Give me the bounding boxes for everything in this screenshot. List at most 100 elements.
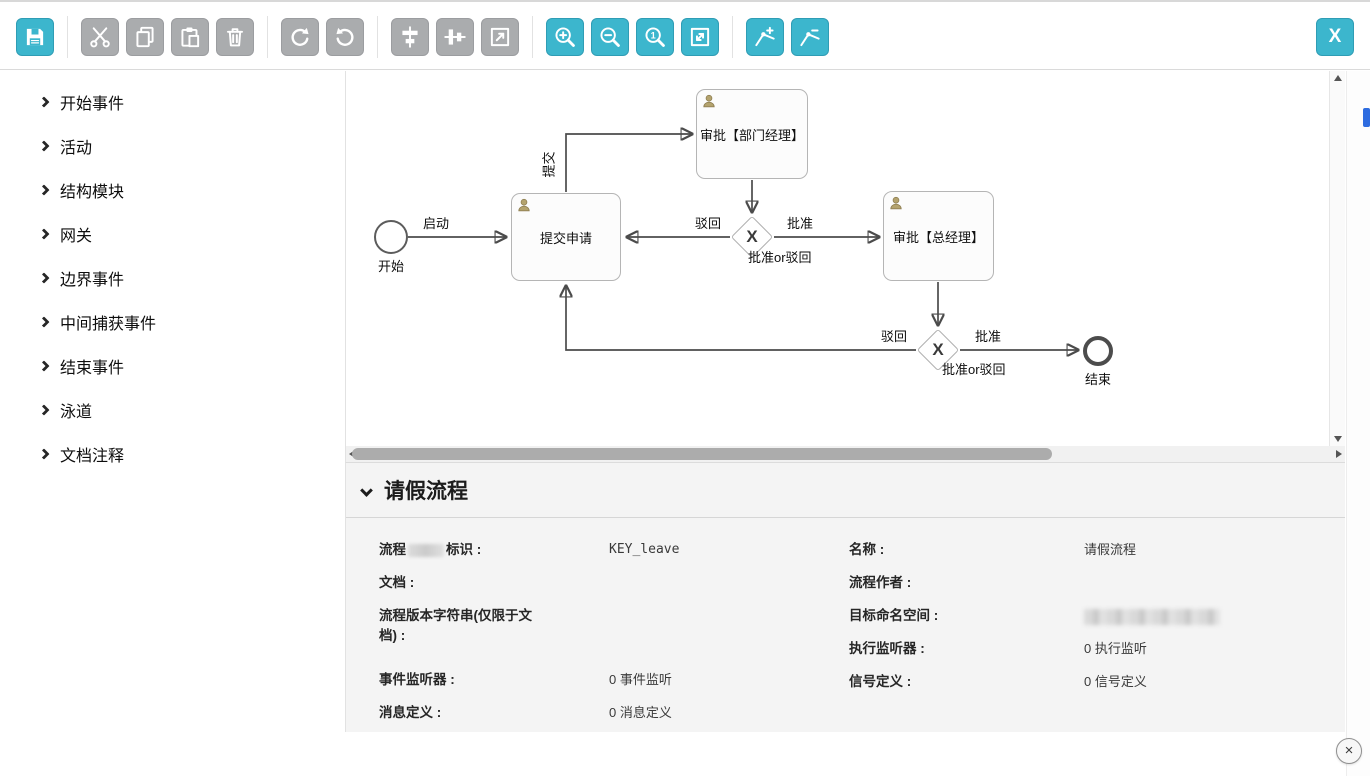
task-approve-general-manager[interactable]: 审批【总经理】 bbox=[883, 191, 994, 281]
property-name: 名称 : 请假流程 bbox=[849, 540, 1345, 560]
gateway-label: 批准or驳回 bbox=[942, 362, 1006, 377]
page-scrollbar-thumb[interactable] bbox=[1363, 108, 1370, 127]
exclusive-gateway-1[interactable]: X bbox=[730, 215, 774, 259]
zoom-fit-button[interactable] bbox=[681, 17, 719, 56]
properties-left-column: 流程标识 : KEY_leave 文档 : 流程版本字符串(仅限于文档) : 事… bbox=[379, 540, 849, 736]
exclusive-gateway-2[interactable]: X bbox=[916, 328, 960, 372]
palette-group-label: 网关 bbox=[60, 228, 93, 245]
palette-group-annotation[interactable]: 文档注释 bbox=[0, 432, 345, 476]
collapse-chevron-icon[interactable] bbox=[360, 483, 373, 497]
chevron-right-icon bbox=[38, 96, 50, 108]
palette-group-gateways[interactable]: 网关 bbox=[0, 212, 345, 256]
palette-group-end-events[interactable]: 结束事件 bbox=[0, 344, 345, 388]
chevron-right-icon bbox=[38, 272, 50, 284]
property-value[interactable]: 0 事件监听 bbox=[609, 672, 672, 687]
property-message-definitions: 消息定义 : 0 消息定义 bbox=[379, 703, 849, 723]
delete-button[interactable] bbox=[216, 17, 254, 56]
user-icon bbox=[890, 196, 902, 210]
chevron-right-icon bbox=[38, 448, 50, 460]
palette-group-activities[interactable]: 活动 bbox=[0, 124, 345, 168]
start-event[interactable] bbox=[374, 220, 408, 254]
flow-label-reject-1: 驳回 bbox=[694, 216, 721, 231]
property-label: 名称 : bbox=[849, 542, 885, 557]
palette-group-boundary-events[interactable]: 边界事件 bbox=[0, 256, 345, 300]
flow-gateway2-reject[interactable] bbox=[566, 286, 916, 351]
scroll-up-arrow[interactable] bbox=[1333, 75, 1342, 81]
chevron-right-icon bbox=[38, 184, 50, 196]
flow-label-submit: 提交 bbox=[541, 151, 557, 178]
property-value[interactable]: 0 消息定义 bbox=[609, 705, 672, 720]
palette-group-label: 开始事件 bbox=[60, 96, 125, 113]
palette-group-label: 边界事件 bbox=[60, 272, 125, 289]
palette-group-intermediate-events[interactable]: 中间捕获事件 bbox=[0, 300, 345, 344]
task-approve-dept-manager[interactable]: 审批【部门经理】 bbox=[696, 89, 808, 179]
zoom-in-button[interactable] bbox=[546, 17, 584, 56]
same-size-button[interactable] bbox=[481, 17, 519, 56]
paste-button[interactable] bbox=[171, 17, 209, 56]
flow-label-start: 启动 bbox=[422, 216, 449, 231]
redo-button[interactable] bbox=[281, 17, 319, 56]
end-event-label: 结束 bbox=[1084, 372, 1111, 387]
properties-right-column: 名称 : 请假流程 流程作者 : 目标命名空间 : 执行监听器 : 0 执行监听… bbox=[849, 540, 1345, 736]
property-value[interactable]: 0 执行监听 bbox=[1084, 641, 1147, 656]
gateway-x-symbol: X bbox=[932, 340, 944, 359]
canvas-horizontal-scrollbar[interactable] bbox=[345, 446, 1345, 462]
zoom-in-icon bbox=[555, 26, 575, 47]
horizontal-scroll-thumb[interactable] bbox=[352, 448, 1052, 460]
palette-group-label: 泳道 bbox=[60, 404, 93, 421]
flow-label-approve-1: 批准 bbox=[786, 216, 813, 231]
align-horizontal-button[interactable] bbox=[436, 17, 474, 56]
page-scrollbar-track bbox=[1346, 71, 1370, 776]
label-part: 标识 : bbox=[446, 542, 482, 557]
undo-button[interactable] bbox=[326, 17, 364, 56]
property-label: 执行监听器 : bbox=[849, 641, 925, 656]
xml-button-label: X bbox=[1328, 25, 1342, 47]
undo-icon bbox=[336, 27, 354, 46]
property-value[interactable]: 请假流程 bbox=[1084, 542, 1137, 557]
end-event[interactable] bbox=[1083, 336, 1113, 366]
copy-button[interactable] bbox=[126, 17, 164, 56]
property-value[interactable] bbox=[1084, 606, 1345, 626]
bendpoint-remove-button[interactable] bbox=[791, 17, 829, 56]
palette-group-structural[interactable]: 结构模块 bbox=[0, 168, 345, 212]
zoom-out-icon bbox=[600, 26, 620, 47]
flow-submit-to-dept-manager[interactable] bbox=[565, 134, 692, 192]
property-signal-definitions: 信号定义 : 0 信号定义 bbox=[849, 672, 1345, 692]
palette-group-label: 结束事件 bbox=[60, 360, 125, 377]
zoom-actual-button[interactable]: 1 bbox=[636, 17, 674, 56]
property-execution-listeners: 执行监听器 : 0 执行监听 bbox=[849, 639, 1345, 659]
palette-group-swimlanes[interactable]: 泳道 bbox=[0, 388, 345, 432]
canvas-vertical-scrollbar[interactable] bbox=[1329, 71, 1345, 446]
property-label: 流程版本字符串(仅限于文档) : bbox=[379, 608, 532, 643]
close-button[interactable]: × bbox=[1336, 738, 1362, 764]
process-title: 请假流程 bbox=[384, 479, 468, 503]
property-value[interactable]: KEY_leave bbox=[609, 542, 680, 557]
bendpoint-remove-icon bbox=[800, 29, 820, 46]
toolbar-separator bbox=[532, 15, 533, 58]
palette-group-label: 中间捕获事件 bbox=[60, 316, 157, 333]
task-submit-request[interactable]: 提交申请 bbox=[511, 193, 621, 281]
property-label: 文档 : bbox=[379, 575, 415, 590]
sequence-flows bbox=[408, 71, 1330, 446]
palette-group-start-events[interactable]: 开始事件 bbox=[0, 80, 345, 124]
cut-button[interactable] bbox=[81, 17, 119, 56]
chevron-right-icon bbox=[38, 404, 50, 416]
chevron-right-icon bbox=[38, 140, 50, 152]
properties-header: 请假流程 bbox=[346, 463, 1345, 518]
property-label: 事件监听器 : bbox=[379, 672, 455, 687]
diagram-canvas[interactable]: 开始 提交申请 审批【部门经理】 审批【总经理】 X bbox=[345, 71, 1345, 446]
property-process-author: 流程作者 : bbox=[849, 573, 1345, 593]
property-value[interactable]: 0 信号定义 bbox=[1084, 674, 1147, 689]
diagram-surface[interactable]: 开始 提交申请 审批【部门经理】 审批【总经理】 X bbox=[346, 71, 1330, 446]
align-vertical-button[interactable] bbox=[391, 17, 429, 56]
scroll-right-arrow[interactable] bbox=[1336, 450, 1342, 458]
xml-button[interactable]: X bbox=[1316, 17, 1354, 56]
scroll-down-arrow[interactable] bbox=[1333, 436, 1342, 442]
zoom-out-button[interactable] bbox=[591, 17, 629, 56]
redacted-text bbox=[408, 543, 444, 557]
chevron-right-icon bbox=[38, 228, 50, 240]
trash-icon bbox=[226, 27, 244, 46]
save-button[interactable] bbox=[16, 17, 54, 56]
property-version-string: 流程版本字符串(仅限于文档) : bbox=[379, 606, 849, 646]
bendpoint-add-button[interactable] bbox=[746, 17, 784, 56]
